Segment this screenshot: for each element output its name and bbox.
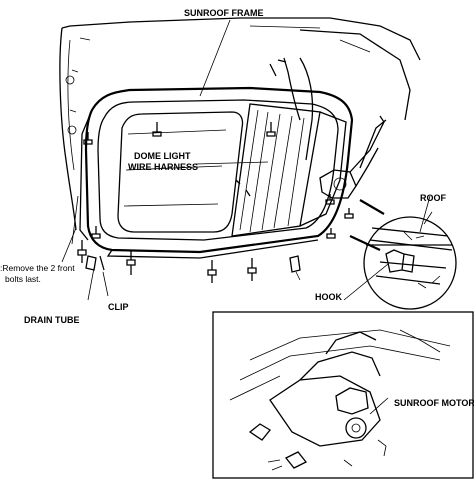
remove-note-line2: bolts last.	[5, 274, 41, 284]
leader-lines	[61, 19, 389, 301]
clip-label: CLIP	[108, 302, 129, 312]
motor-inset	[212, 311, 474, 479]
sunroof-frame	[79, 86, 354, 259]
hook-detail	[349, 195, 457, 310]
roof-shell	[59, 17, 421, 231]
mounting-bolts	[77, 122, 354, 283]
sunroof-motor-main	[319, 115, 387, 199]
wire-harness-label: WIRE HARNESS	[128, 162, 198, 172]
dome-light-label: DOME LIGHT	[134, 151, 191, 161]
sunroof-motor-label: SUNROOF MOTOR	[394, 398, 474, 408]
clip-drain-tube	[85, 255, 301, 281]
sunroof-frame-label: SUNROOF FRAME	[184, 8, 264, 18]
roof-label: ROOF	[420, 193, 447, 203]
remove-note-line1: :Remove the 2 front	[0, 263, 75, 273]
wire-harness	[235, 57, 314, 197]
drain-tube-label: DRAIN TUBE	[24, 315, 80, 325]
hook-label: HOOK	[315, 292, 343, 302]
